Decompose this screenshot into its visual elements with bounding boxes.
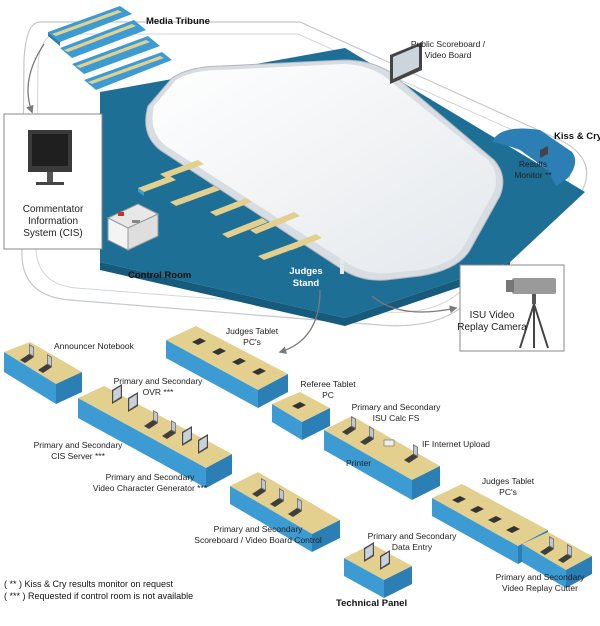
connector-arrows [26,43,458,354]
announcer-notebook-label: Announcer Notebook [54,341,135,351]
ovr-label-1: Primary and Secondary [114,376,204,386]
ovr-label-2: OVR *** [143,387,174,397]
if-upload-label: IF Internet Upload [422,439,490,449]
control-room-label: Control Room [128,270,191,281]
arena-judges-desks [138,160,322,260]
printer-label: Printer [346,458,371,468]
judges-stand-label-1: Judges [289,266,322,277]
data-entry-label-1: Primary and Secondary [368,531,458,541]
cis-caption-3: System (CIS) [23,228,82,239]
public-scoreboard-label-1: Public Scoreboard / [411,39,486,49]
footnote-kiss-cry: ( ** ) Kiss & Cry results monitor on req… [4,579,174,589]
kiss-and-cry-area [492,128,576,186]
desk-video-replay-cutter [522,532,592,588]
camera-callout [459,264,565,352]
cis-server-label-2: CIS Server *** [51,451,106,461]
cis-callout [3,113,103,250]
judges-tablet-bottom-label-1: Judges Tablet [482,476,535,486]
results-monitor-label-2: Monitor ** [514,170,552,180]
printer-icon [383,439,395,447]
camera-callout-box [459,264,565,352]
isu-calc-label-2: ISU Calc FS [373,413,420,423]
results-monitor-icon [540,146,548,158]
ice-surface [152,64,496,274]
video-char-gen-label-2: Video Character Generator *** [93,483,208,493]
cis-caption-2: Information [28,216,78,227]
referee-tablet-label-1: Referee Tablet [300,379,356,389]
arena-floor-edge [100,262,510,326]
public-scoreboard [390,42,422,84]
judges-stand-label-2: Stand [293,278,320,289]
results-monitor-label-1: Results [519,159,547,169]
judges-tablet-top-label-1: Judges Tablet [226,326,279,336]
judges-tablet-bottom-label-2: PC's [499,487,517,497]
data-entry-label-2: Data Entry [392,542,433,552]
footnotes: ( ** ) Kiss & Cry results monitor on req… [4,579,193,601]
video-char-gen-label-1: Primary and Secondary [106,472,196,482]
arena [21,6,588,327]
isu-camera-label-2: Replay Camera [457,322,527,333]
desk-scoreboard-control [230,472,340,552]
desk-ovr-cis-server [78,384,232,488]
scoreboard-control-label-2: Scoreboard / Video Board Control [194,535,322,545]
judges-tablet-top-label-2: PC's [243,337,261,347]
technical-panel-label: Technical Panel [336,598,407,609]
control-room [106,203,160,251]
cis-server-label-1: Primary and Secondary [34,440,124,450]
cis-monitor-icon [28,130,72,185]
venue-labels: Media Tribune Public Scoreboard / Video … [23,16,600,333]
public-scoreboard-label-2: Video Board [425,50,472,60]
scoreboard-control-label-1: Primary and Secondary [214,524,304,534]
media-tribune-label: Media Tribune [146,16,210,27]
footnote-control-room: ( *** ) Requested if control room is not… [4,591,193,601]
cis-caption-1: Commentator [23,204,84,215]
desk-judges-tablets-top [166,326,288,408]
kiss-and-cry-label: Kiss & Cry [554,131,600,142]
desk-referee [272,392,330,440]
referee-tablet-label-2: PC [322,390,334,400]
isu-camera-label-1: ISU Video [470,310,515,321]
desk-data-entry [344,542,412,598]
video-camera-icon [506,278,556,349]
isu-calc-label-1: Primary and Secondary [352,402,442,412]
desk-isu-calc [324,416,440,500]
video-replay-cutter-label-2: Video Replay Cutter [502,583,578,593]
judges-stand-figure [339,259,345,274]
video-replay-cutter-label-1: Primary and Secondary [496,572,586,582]
desk-announcer [4,342,82,404]
media-tribune-stands [48,6,172,90]
equipment-labels: Announcer Notebook Judges Tablet PC's Pr… [34,326,586,609]
